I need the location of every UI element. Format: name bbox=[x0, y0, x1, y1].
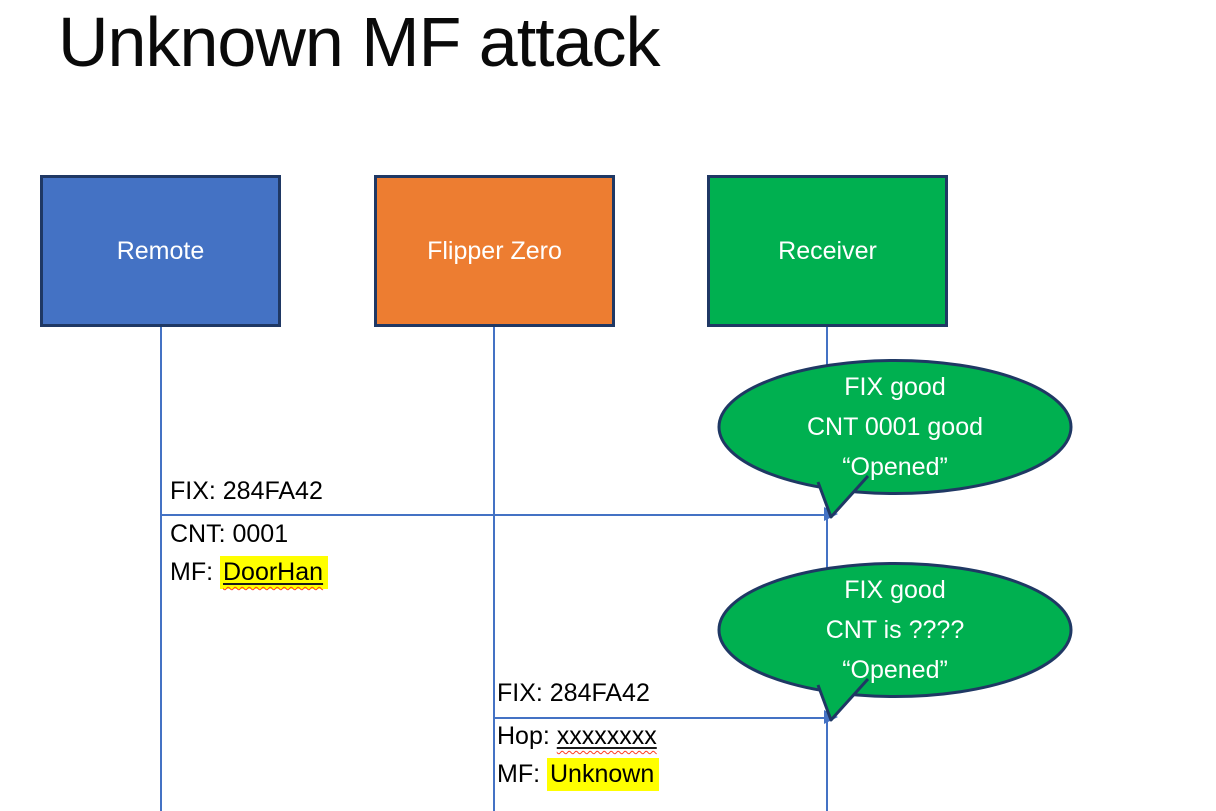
misspelled-word-hop: xxxxxxxx bbox=[556, 722, 657, 750]
bubble-body bbox=[717, 562, 1073, 698]
bubble-line: CNT 0001 good bbox=[806, 413, 984, 441]
message-1-cnt-label: CNT: 0001 bbox=[170, 520, 288, 549]
bubble-tail bbox=[816, 677, 870, 722]
bubble-line: “Opened” bbox=[842, 453, 948, 481]
page-title: Unknown MF attack bbox=[58, 3, 661, 81]
message-arrow-remote-to-receiver bbox=[161, 514, 824, 516]
actor-label-receiver: Receiver bbox=[778, 236, 877, 265]
lifeline-flipper-zero bbox=[493, 327, 495, 811]
message-1-mf-label: MF: DoorHan bbox=[170, 556, 329, 589]
message-2-mf-prefix: MF: bbox=[497, 760, 547, 788]
actor-label-flipper-zero: Flipper Zero bbox=[427, 236, 562, 265]
message-1-fix-label: FIX: 284FA42 bbox=[170, 477, 323, 505]
message-2-mf-label: MF: Unknown bbox=[497, 758, 660, 791]
speech-bubble-1 bbox=[717, 359, 1073, 519]
message-arrow-flipper-to-receiver bbox=[494, 717, 824, 719]
highlighted-term-doorhan: DoorHan bbox=[220, 556, 329, 589]
bubble-line: CNT is ???? bbox=[825, 616, 965, 644]
message-1-cnt-prefix: CNT: bbox=[170, 520, 233, 548]
lifeline-remote bbox=[160, 327, 162, 811]
misspelled-word-doorhan: DoorHan bbox=[223, 558, 324, 586]
speech-bubble-2-text: FIX good CNT is ???? “Opened” bbox=[718, 563, 1072, 697]
bubble-line: “Opened” bbox=[842, 656, 948, 684]
message-1-cnt-value: 0001 bbox=[232, 520, 289, 548]
message-2-hop-prefix: Hop: bbox=[497, 722, 557, 750]
bubble-line: FIX good bbox=[844, 373, 946, 401]
actor-label-remote: Remote bbox=[116, 236, 205, 265]
message-2-hop-label: Hop: xxxxxxxx bbox=[497, 722, 657, 751]
speech-bubble-2 bbox=[717, 562, 1073, 722]
bubble-body bbox=[717, 359, 1073, 495]
bubble-line: FIX good bbox=[844, 576, 946, 604]
speech-bubble-1-text: FIX good CNT 0001 good “Opened” bbox=[718, 360, 1072, 494]
message-2-fix-label: FIX: 284FA42 bbox=[497, 679, 650, 707]
bubble-tail bbox=[816, 474, 870, 519]
highlighted-term-unknown: Unknown bbox=[547, 758, 660, 791]
actor-box-remote: Remote bbox=[40, 175, 281, 327]
actor-box-receiver: Receiver bbox=[707, 175, 948, 327]
message-1-mf-prefix: MF: bbox=[170, 558, 220, 586]
actor-box-flipper-zero: Flipper Zero bbox=[374, 175, 615, 327]
underlined-term-hop: xxxxxxxx bbox=[557, 722, 657, 750]
